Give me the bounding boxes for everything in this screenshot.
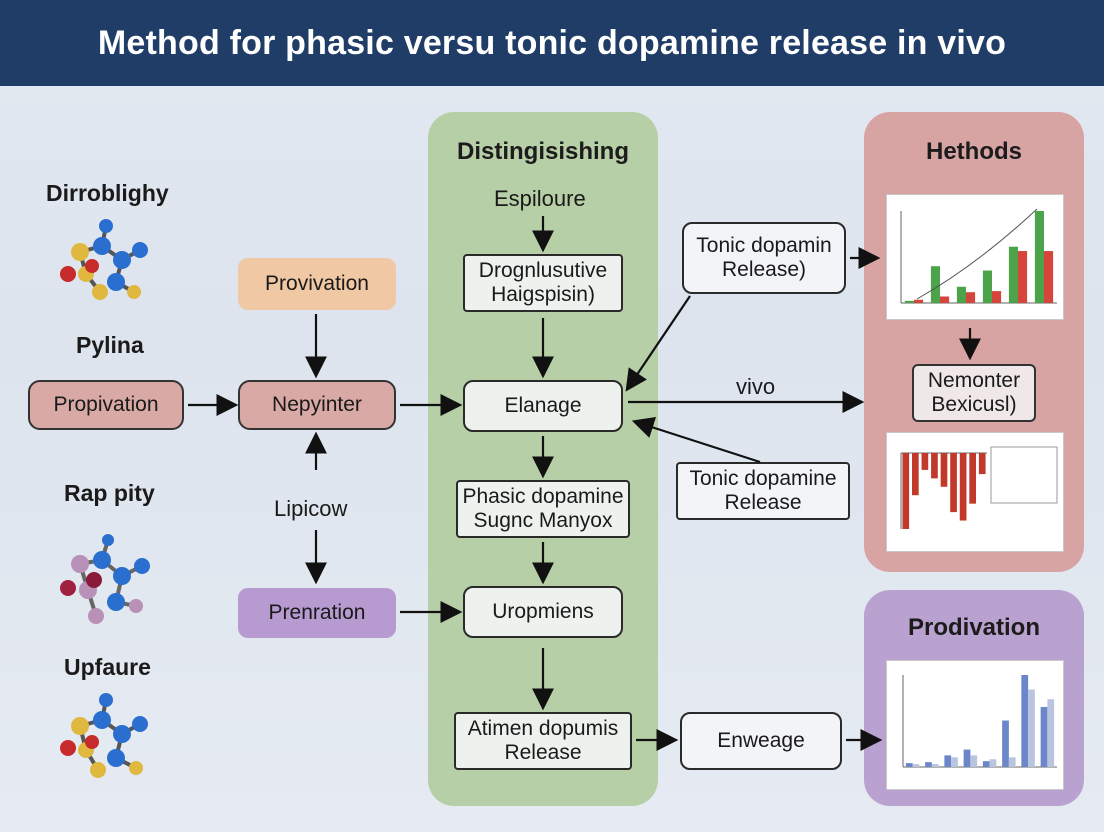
- chart-1: [886, 194, 1064, 320]
- chart-bar: [982, 270, 992, 303]
- chart-bar: [940, 296, 950, 303]
- molecule-label: Pylina: [76, 332, 144, 358]
- chart-bar: [963, 749, 971, 767]
- chart-bar: [956, 286, 966, 303]
- chart-bar: [978, 453, 986, 475]
- chart-bar: [1008, 246, 1018, 303]
- chart-bar: [940, 453, 948, 487]
- chart-bar: [989, 759, 997, 767]
- espiloure-label: Espiloure: [494, 186, 586, 211]
- chart-bar: [1021, 675, 1029, 767]
- molecule-label: Dirroblighy: [46, 180, 169, 206]
- chart-bar: [951, 757, 958, 767]
- tonic-dopamin-release-box[interactable]: Tonic dopamin Release): [682, 222, 846, 294]
- chart-bar: [914, 299, 924, 303]
- atimen-dopumis-box[interactable]: Atimen dopumis Release: [454, 712, 632, 770]
- page-title: Method for phasic versu tonic dopamine r…: [0, 0, 1104, 86]
- nepyinter-box[interactable]: Nepyinter: [238, 380, 396, 430]
- elanage-box[interactable]: Elanage: [463, 380, 623, 432]
- chart-bar: [930, 266, 940, 303]
- chart-bar: [1028, 689, 1035, 767]
- vivo-label: vivo: [736, 374, 776, 399]
- chart-bar: [931, 764, 939, 767]
- chart-bar: [912, 764, 920, 767]
- chart-bar: [982, 761, 990, 767]
- molecule-icon: [60, 534, 150, 624]
- chart-bar: [905, 763, 913, 767]
- chart-bar: [931, 453, 938, 479]
- chart-bar: [992, 291, 1002, 303]
- chart-bar: [911, 453, 919, 496]
- chart-bar: [970, 755, 978, 767]
- hethods-panel-title: Hethods: [926, 138, 1022, 165]
- chart-bar: [1040, 706, 1048, 767]
- chart-bar: [1044, 251, 1054, 303]
- tonic-dopamine-release-box[interactable]: Tonic dopamine Release: [676, 462, 850, 520]
- chart-bar: [969, 453, 977, 504]
- chart-bar: [1034, 211, 1044, 303]
- drognlusutive-box[interactable]: Drognlusutive Haigspisin): [463, 254, 623, 312]
- chart-bar: [944, 755, 952, 767]
- uropmiens-box[interactable]: Uropmiens: [463, 586, 623, 638]
- chart-3: [886, 660, 1064, 790]
- chart-bar: [921, 453, 929, 470]
- chart-bar: [925, 762, 932, 767]
- prodivation-panel-title: Prodivation: [907, 614, 1040, 641]
- lipicow-label: Lipicow: [274, 496, 348, 521]
- chart-bar: [902, 453, 910, 529]
- chart-bar: [1002, 720, 1009, 767]
- chart-bar: [966, 292, 976, 303]
- prenration-box[interactable]: Prenration: [238, 588, 396, 638]
- molecule-icon: [60, 693, 148, 778]
- provivation-box[interactable]: Provivation: [238, 258, 396, 310]
- chart-bar: [1047, 699, 1055, 767]
- propivation-box[interactable]: Propivation: [28, 380, 184, 430]
- chart-bar: [1018, 251, 1028, 303]
- center-panel-title: Distingisishing: [456, 138, 629, 165]
- chart-bar: [1008, 757, 1016, 767]
- chart-bar: [950, 453, 957, 513]
- molecule-icon: [60, 219, 148, 300]
- enweage-box[interactable]: Enweage: [680, 712, 842, 770]
- chart-2: [886, 432, 1064, 552]
- molecule-label: Upfaure: [64, 654, 151, 680]
- chart-legend: [990, 446, 1058, 504]
- phasic-dopamine-box[interactable]: Phasic dopamine Sugnc Manyox: [456, 480, 630, 538]
- chart-bar: [959, 453, 967, 521]
- chart-bar: [904, 300, 914, 303]
- molecule-label: Rap pity: [64, 480, 155, 506]
- trend-line: [916, 208, 1038, 300]
- nemonter-box[interactable]: Nemonter Bexicusl): [912, 364, 1036, 422]
